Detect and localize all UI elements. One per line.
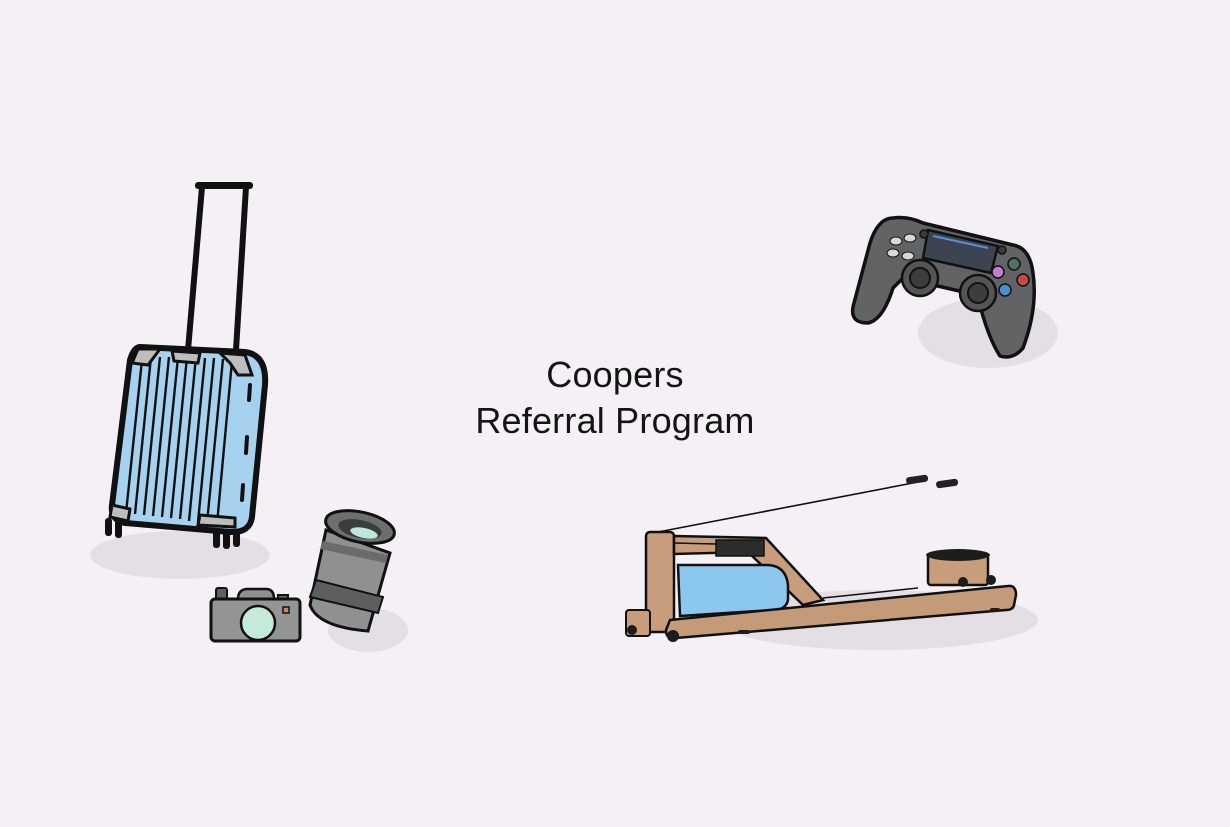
lens-icon (308, 509, 408, 652)
suitcase-icon (90, 182, 270, 579)
title-line-program: Referral Program (475, 400, 755, 441)
gamepad-icon (850, 215, 1058, 368)
page-title: Coopers Referral Program (0, 352, 1230, 444)
camera-icon (209, 587, 302, 643)
title-line-brand: Coopers (546, 354, 684, 395)
rowing-machine-icon (625, 474, 1038, 650)
